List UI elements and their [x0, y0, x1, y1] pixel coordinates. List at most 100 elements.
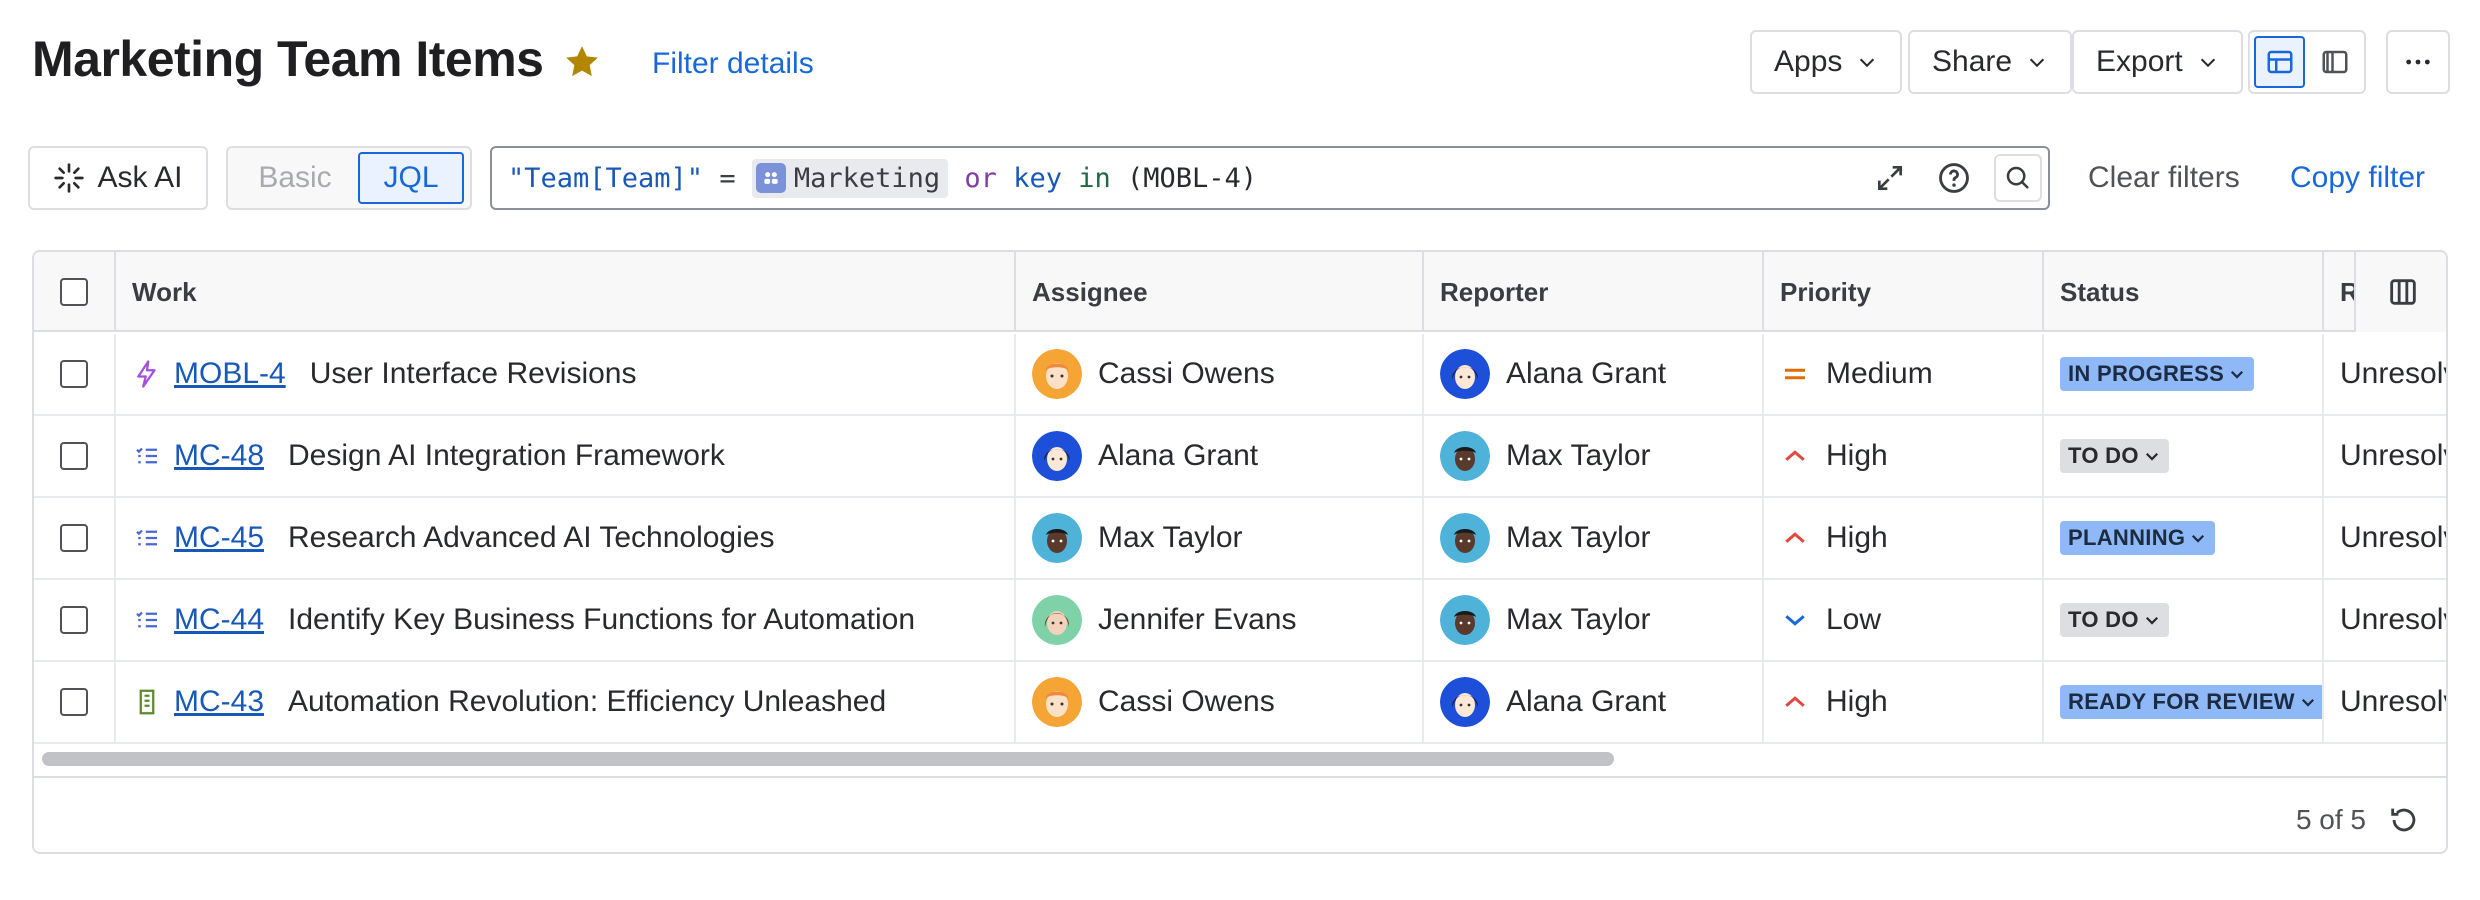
column-header-assignee[interactable]: Assignee	[1016, 252, 1424, 332]
row-checkbox[interactable]	[60, 442, 88, 470]
reporter-cell[interactable]: Max Taylor	[1424, 580, 1764, 660]
list-view-button[interactable]	[2254, 36, 2306, 88]
filter-bar: Ask AI Basic JQL "Team[Team]" = Marketin…	[28, 146, 2452, 212]
priority-cell[interactable]: Medium	[1764, 334, 2044, 414]
reporter-name: Max Taylor	[1506, 521, 1651, 554]
more-actions-button[interactable]	[2386, 30, 2450, 94]
column-header-work[interactable]: Work	[116, 252, 1016, 332]
issue-key-link[interactable]: MOBL-4	[174, 357, 286, 390]
avatar	[1440, 349, 1490, 399]
help-icon[interactable]	[1930, 154, 1978, 202]
reporter-name: Alana Grant	[1506, 357, 1667, 390]
refresh-button[interactable]	[2384, 800, 2424, 840]
issue-key-link[interactable]: MC-44	[174, 603, 265, 636]
jql-value: (MOBL-4)	[1127, 162, 1258, 194]
avatar	[1440, 677, 1490, 727]
search-button[interactable]	[1994, 154, 2042, 202]
issue-summary[interactable]: User Interface Revisions	[309, 357, 637, 390]
status-lozenge[interactable]: READY FOR REVIEW	[2060, 685, 2322, 719]
horizontal-scrollbar[interactable]	[42, 752, 1614, 766]
avatar	[1440, 431, 1490, 481]
ask-ai-label: Ask AI	[97, 161, 183, 194]
column-header-priority[interactable]: Priority	[1764, 252, 2044, 332]
issue-summary[interactable]: Automation Revolution: Efficiency Unleas…	[288, 685, 887, 718]
expand-icon[interactable]	[1866, 154, 1914, 202]
reporter-cell[interactable]: Alana Grant	[1424, 662, 1764, 742]
priority-cell[interactable]: High	[1764, 498, 2044, 578]
issue-summary[interactable]: Identify Key Business Functions for Auto…	[288, 603, 916, 636]
row-checkbox[interactable]	[60, 360, 88, 388]
status-lozenge[interactable]: TO DO	[2060, 439, 2169, 473]
resolution-cell: Unresolved	[2340, 439, 2446, 472]
column-picker-button[interactable]	[2354, 252, 2446, 332]
status-label: READY FOR REVIEW	[2068, 689, 2295, 714]
assignee-cell[interactable]: Jennifer Evans	[1016, 580, 1424, 660]
table-row[interactable]: MC-48 Design AI Integration Framework Al…	[34, 416, 2446, 498]
chevron-down-icon	[2200, 58, 2215, 68]
sparkle-icon	[54, 163, 85, 193]
work-cell: MC-43 Automation Revolution: Efficiency …	[116, 662, 1016, 742]
issue-summary[interactable]: Research Advanced AI Technologies	[288, 521, 775, 554]
reporter-cell[interactable]: Max Taylor	[1424, 416, 1764, 496]
issue-key-link[interactable]: MC-48	[174, 439, 265, 472]
work-cell: MC-44 Identify Key Business Functions fo…	[116, 580, 1016, 660]
avatar	[1032, 349, 1082, 399]
table-row[interactable]: MOBL-4 User Interface Revisions Cassi Ow…	[34, 334, 2446, 416]
export-label: Export	[2096, 45, 2183, 78]
status-lozenge[interactable]: TO DO	[2060, 603, 2169, 637]
issue-summary[interactable]: Design AI Integration Framework	[288, 439, 725, 472]
detail-view-button[interactable]	[2309, 36, 2360, 88]
export-button[interactable]: Export	[2072, 30, 2243, 94]
status-lozenge[interactable]: PLANNING	[2060, 521, 2216, 555]
priority-low-icon	[1785, 615, 1805, 626]
priority-cell[interactable]: High	[1764, 662, 2044, 742]
reporter-cell[interactable]: Max Taylor	[1424, 498, 1764, 578]
table-row[interactable]: MC-45 Research Advanced AI Technologies …	[34, 498, 2446, 580]
status-label: IN PROGRESS	[2068, 361, 2225, 386]
assignee-cell[interactable]: Cassi Owens	[1016, 334, 1424, 414]
jql-team-name: Marketing	[793, 162, 941, 194]
basic-mode-button[interactable]: Basic	[258, 161, 332, 194]
table-row[interactable]: MC-44 Identify Key Business Functions fo…	[34, 580, 2446, 662]
share-button[interactable]: Share	[1908, 30, 2073, 94]
select-all-checkbox[interactable]	[60, 278, 88, 306]
column-header-reporter[interactable]: Reporter	[1424, 252, 1764, 332]
avatar	[1032, 677, 1082, 727]
jql-team-chip: Marketing	[751, 158, 949, 198]
priority-cell[interactable]: High	[1764, 416, 2044, 496]
priority-label: High	[1826, 439, 1888, 472]
clear-filters-button[interactable]: Clear filters	[2088, 161, 2240, 194]
table-row[interactable]: MC-43 Automation Revolution: Efficiency …	[34, 662, 2446, 744]
status-lozenge[interactable]: IN PROGRESS	[2060, 357, 2255, 391]
priority-cell[interactable]: Low	[1764, 580, 2044, 660]
ask-ai-button[interactable]: Ask AI	[28, 146, 208, 210]
reporter-cell[interactable]: Alana Grant	[1424, 334, 1764, 414]
copy-filter-button[interactable]: Copy filter	[2290, 161, 2426, 194]
lightning-icon	[137, 360, 156, 388]
avatar	[1032, 595, 1082, 645]
assignee-cell[interactable]: Cassi Owens	[1016, 662, 1424, 742]
filter-details-link[interactable]: Filter details	[652, 47, 814, 80]
reporter-name: Alana Grant	[1506, 685, 1667, 718]
status-cell: TO DO	[2044, 580, 2324, 660]
row-checkbox[interactable]	[60, 606, 88, 634]
column-header-status[interactable]: Status	[2044, 252, 2324, 332]
row-checkbox[interactable]	[60, 688, 88, 716]
status-label: TO DO	[2068, 607, 2139, 632]
assignee-cell[interactable]: Max Taylor	[1016, 498, 1424, 578]
assignee-name: Alana Grant	[1098, 439, 1259, 472]
avatar	[1440, 513, 1490, 563]
apps-button[interactable]: Apps	[1750, 30, 1903, 94]
star-icon[interactable]	[562, 42, 602, 82]
page-header: Marketing Team Items Filter details Apps…	[32, 28, 2452, 94]
jql-input[interactable]: "Team[Team]" = Marketing or key in (MOBL…	[490, 146, 2050, 210]
apps-label: Apps	[1774, 45, 1843, 78]
issue-key-link[interactable]: MC-43	[174, 685, 265, 718]
assignee-cell[interactable]: Alana Grant	[1016, 416, 1424, 496]
row-checkbox[interactable]	[60, 524, 88, 552]
result-count: 5 of 5	[2295, 804, 2366, 835]
jql-mode-button[interactable]: JQL	[358, 152, 464, 204]
avatar	[1032, 513, 1082, 563]
subtask-list-icon	[136, 611, 157, 628]
issue-key-link[interactable]: MC-45	[174, 521, 265, 554]
